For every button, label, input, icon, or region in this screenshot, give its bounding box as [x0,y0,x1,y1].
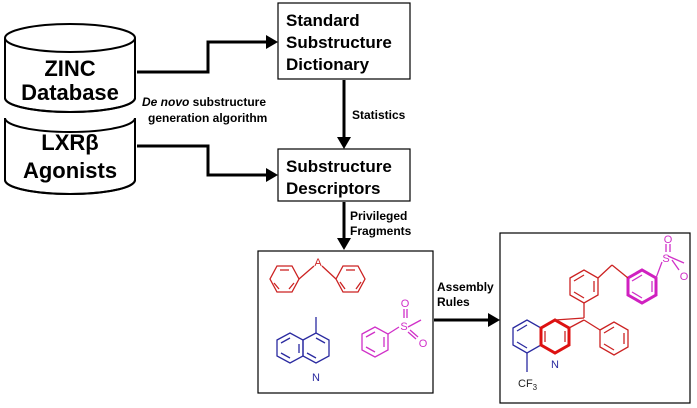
assembly-label-line1: Assembly [437,280,494,294]
lxr-label-line2: Agonists [23,158,117,183]
substructure-descriptors-box: Substructure Descriptors [277,148,411,202]
dictionary-label-line3: Dictionary [286,55,370,74]
arrow-zinc-to-dictionary [137,35,278,74]
product-cf3-label: CF3 [518,378,538,392]
denovo-label-line1: De novo substructure [142,95,266,109]
lxr-label-line1: LXRβ [41,130,98,155]
arrow-lxr-to-descriptors [137,144,278,182]
product-oxygen-atom-1: O [664,234,673,246]
zinc-label-line1: ZINC [44,56,95,81]
phenylsulfone-fragment: S O O [361,298,428,358]
dictionary-label-line2: Substructure [286,33,392,52]
descriptors-label-line1: Substructure [286,157,392,176]
assembly-label-line2: Rules [437,295,470,309]
oxygen-atom-2: O [419,338,428,350]
dictionary-label-line1: Standard [286,11,360,30]
denovo-rest: substructure [189,95,266,109]
product-upper-phenyl [569,264,629,318]
privileged-label-line2: Fragments [350,224,412,238]
cf-text: CF [518,378,533,390]
arrow-dictionary-to-descriptors [337,80,351,149]
denovo-label-line2: generation algorithm [148,111,267,125]
statistics-label: Statistics [352,108,406,122]
standard-substructure-dictionary-box: Standard Substructure Dictionary [277,2,411,80]
product-quinoline: N CF3 [512,317,585,392]
arrow-fragments-to-product [434,313,500,327]
methylquinoline-fragment: N [276,317,330,384]
sulfur-atom: S [400,321,407,333]
product-benzyl [568,319,629,356]
product-n-atom: N [551,359,559,371]
linker-atom-a: A [314,257,322,269]
denovo-italic: De novo [142,95,189,109]
assembled-product-box: S O O N CF3 [499,232,691,404]
arrow-descriptors-to-fragments [337,202,351,250]
zinc-database-cylinder: ZINC Database [4,23,136,113]
product-sulfonylphenyl: S O O [626,234,689,305]
privileged-fragments-box: A N S O O [257,250,434,394]
quinoline-n-atom: N [312,372,320,384]
oxygen-atom-1: O [401,298,410,310]
zinc-label-line2: Database [21,80,119,105]
diaryl-fragment: A [269,257,366,293]
product-sulfur-atom: S [662,253,669,265]
descriptors-label-line2: Descriptors [286,179,380,198]
cf-subscript: 3 [533,383,538,392]
privileged-label-line1: Privileged [350,209,407,223]
lxr-agonists-cylinder: LXRβ Agonists [4,117,136,195]
product-oxygen-atom-2: O [680,271,689,283]
